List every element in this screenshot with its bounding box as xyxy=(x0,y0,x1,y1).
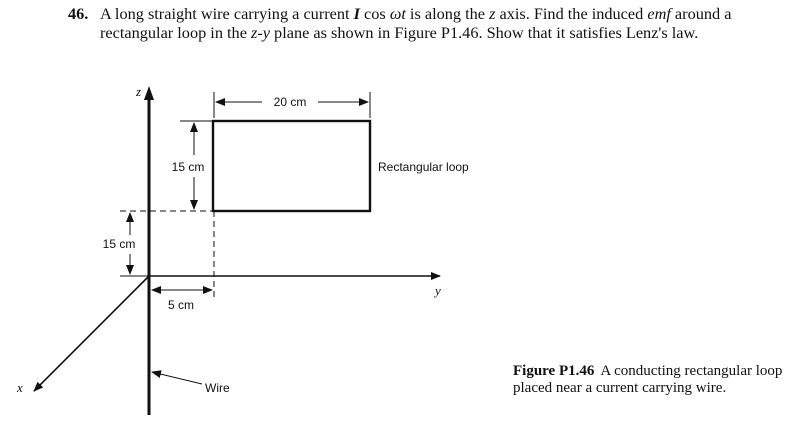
wire-pointer-arrow xyxy=(151,370,203,385)
height-label: 15 cm xyxy=(172,160,205,174)
problem-text: A long straight wire carrying a current … xyxy=(100,4,798,42)
x-axis-label: x xyxy=(16,380,23,395)
width-label: 20 cm xyxy=(274,95,307,109)
emf-symbol: emf xyxy=(647,4,671,23)
wire-z-axis xyxy=(144,86,154,415)
zy-plane-symbol: z-y xyxy=(251,23,270,42)
z-arrow-icon xyxy=(144,86,154,100)
z-symbol: z xyxy=(489,4,496,23)
text-segment: is along the xyxy=(405,4,490,23)
omega-t-symbol: ωt xyxy=(389,4,406,23)
text-segment: plane as shown in Figure P1.46. Show tha… xyxy=(269,23,699,42)
figure-id: Figure P1.46 xyxy=(513,363,595,379)
problem-statement: 46. A long straight wire carrying a curr… xyxy=(68,4,798,42)
problem-number: 46. xyxy=(68,4,89,23)
text-segment: A long straight wire carrying a current xyxy=(100,4,354,23)
y-axis-label: y xyxy=(433,283,441,298)
text-segment: around a rectangular loop in the xyxy=(100,4,732,42)
caption-text: A conducting rectangular loop placed nea… xyxy=(513,363,783,396)
offset-y-label: 5 cm xyxy=(168,298,194,312)
offset-z-label: 15 cm xyxy=(103,237,136,251)
wire-label: Wire xyxy=(205,381,230,395)
loop-label: Rectangular loop xyxy=(378,160,469,174)
rectangular-loop xyxy=(211,119,372,213)
z-axis-label: z xyxy=(135,84,141,99)
x-axis xyxy=(33,275,150,392)
current-symbol: I xyxy=(353,4,360,23)
text-segment: cos xyxy=(359,4,390,23)
text-segment: axis. Find the induced xyxy=(495,4,648,23)
